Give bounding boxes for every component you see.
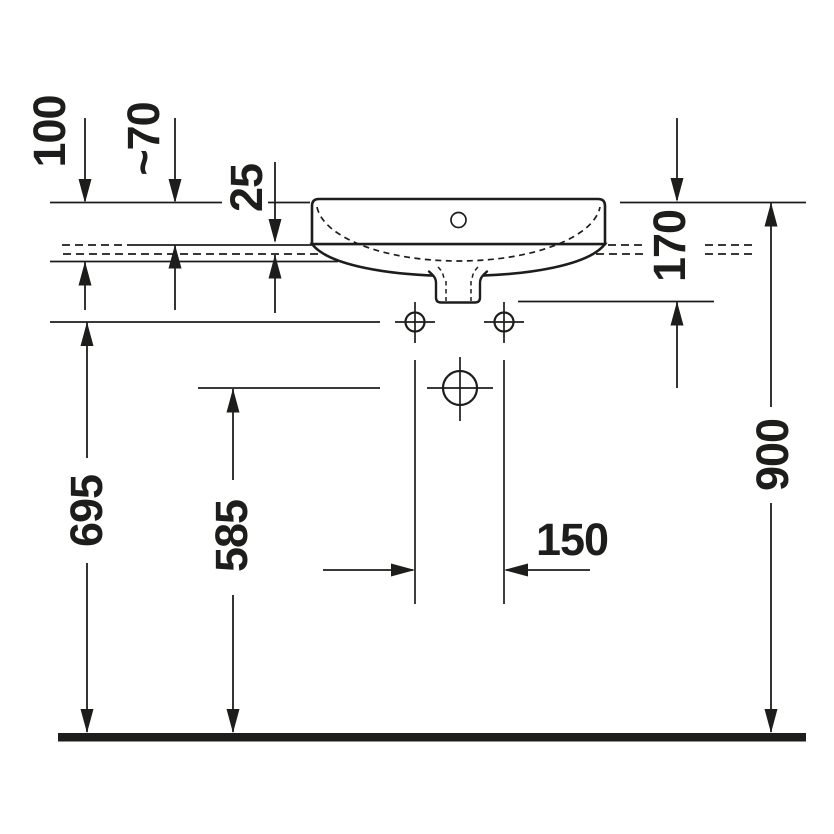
dimension-170: 170	[644, 118, 695, 388]
dim-label-585: 585	[206, 500, 257, 572]
washbasin	[309, 197, 608, 304]
arrowhead-down-icon	[226, 709, 240, 733]
tap-hole	[450, 211, 467, 229]
dimension-150: 150	[323, 360, 609, 604]
drain-hidden-edge	[437, 266, 445, 282]
washbasin-bowl-outline	[309, 242, 608, 278]
arrowhead-up-icon	[78, 261, 92, 286]
dim-label-695: 695	[61, 475, 112, 547]
arrowhead-up-icon	[168, 244, 182, 269]
dimension-695: 695	[61, 322, 112, 733]
drain-hidden-edge	[471, 266, 479, 282]
arrowhead-up-icon	[268, 254, 282, 279]
arrowhead-up-icon	[670, 301, 684, 326]
arrowhead-down-icon	[268, 219, 282, 243]
inner-bowl-dashed-outline	[316, 206, 601, 262]
reference-lines	[50, 201, 806, 389]
dimension-585: 585	[206, 388, 257, 733]
arrowhead-right-icon	[391, 563, 415, 577]
dimension-900: 900	[747, 202, 798, 733]
dim-label-150: 150	[536, 514, 608, 565]
dimension-70: ~70	[118, 102, 182, 310]
dimension-100: 100	[24, 95, 92, 310]
dim-label-170: 170	[644, 210, 695, 282]
drain-pipe-hole	[427, 357, 493, 421]
dim-label-25: 25	[221, 164, 272, 212]
dim-label-900: 900	[747, 419, 798, 491]
arrowhead-down-icon	[78, 179, 92, 203]
arrowhead-left-icon	[504, 563, 528, 577]
fixing-holes	[395, 302, 524, 343]
arrowhead-down-icon	[168, 179, 182, 203]
drain-hidden-edges	[437, 266, 479, 301]
arrowhead-down-icon	[80, 709, 94, 733]
dim-label-70: ~70	[118, 102, 169, 175]
dim-label-100: 100	[24, 95, 75, 167]
arrowhead-down-icon	[670, 178, 684, 202]
arrowhead-down-icon	[764, 709, 778, 733]
floor-line	[58, 733, 806, 742]
drain-outlet-stub	[427, 270, 489, 304]
dimension-25: 25	[221, 162, 282, 313]
